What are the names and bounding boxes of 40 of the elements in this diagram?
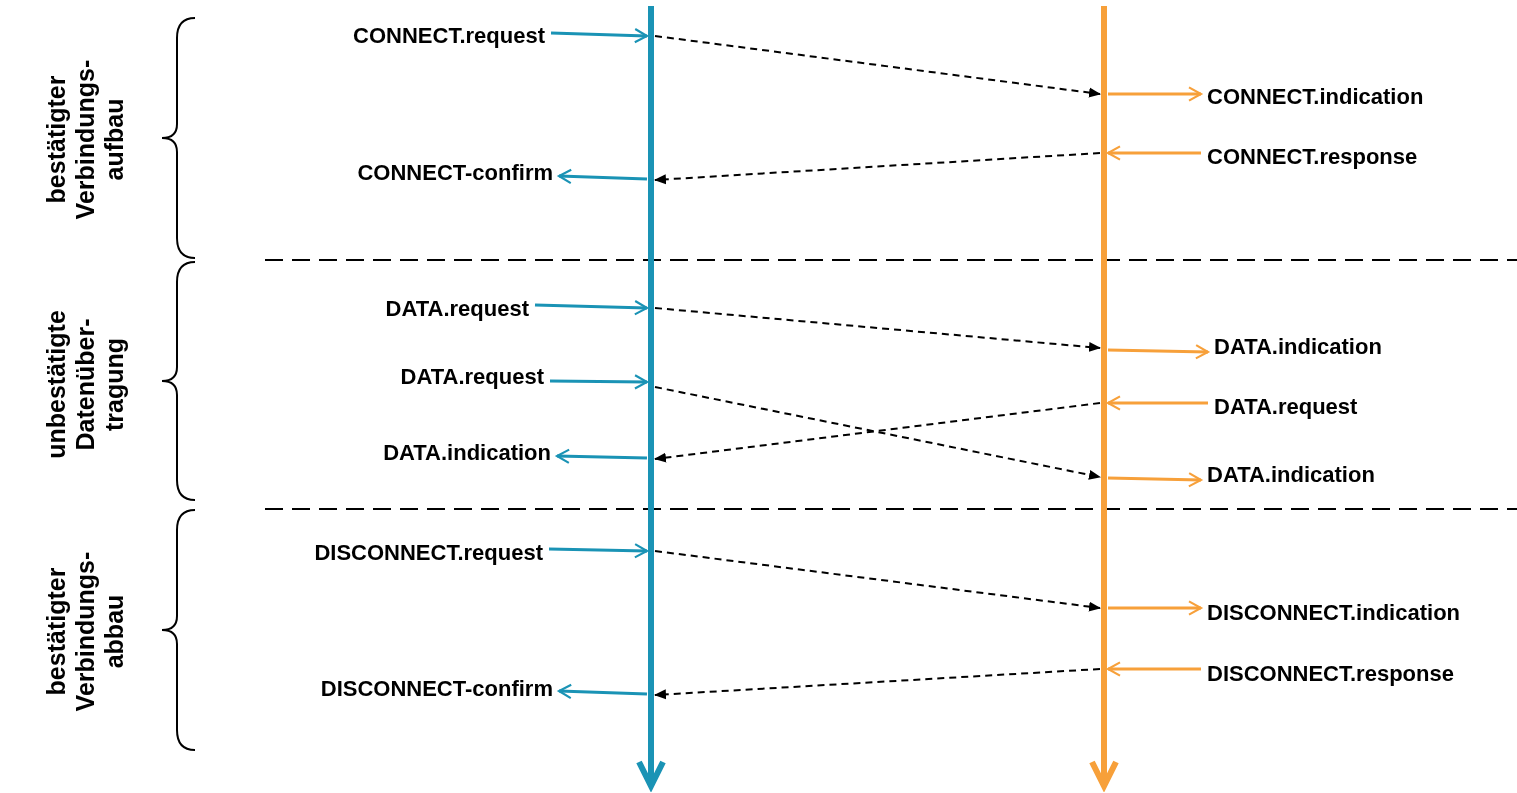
dashed-arrow [654, 668, 1101, 700]
phase-label: bestätigter Verbindungs- aufbau [41, 58, 129, 222]
arrow [1106, 661, 1201, 677]
dashed-arrow [654, 35, 1101, 98]
arrow [1106, 395, 1208, 411]
dashed-arrow [654, 386, 1101, 480]
primitive-label: DISCONNECT-confirm [320, 676, 553, 702]
primitive-label: CONNECT.request [353, 23, 545, 49]
primitive-label: DISCONNECT.response [1207, 661, 1454, 687]
dashed-arrow [654, 152, 1101, 185]
phase-label: bestätigter Verbindungs- abbau [41, 550, 129, 714]
primitive-label: DATA.request [1214, 394, 1358, 420]
arrow [550, 27, 649, 44]
primitive-label: DATA.request [385, 296, 529, 322]
primitive-label: DISCONNECT.indication [1207, 600, 1460, 626]
arrow [557, 683, 648, 700]
timeline-arrow [1089, 6, 1119, 792]
arrow [1107, 472, 1203, 488]
primitive-label: DISCONNECT.request [314, 540, 543, 566]
primitive-label: DATA.indication [1207, 462, 1375, 488]
arrow [534, 299, 649, 316]
primitive-label: CONNECT.indication [1207, 84, 1424, 110]
primitive-label: DATA.request [400, 364, 544, 390]
arrow [548, 543, 649, 559]
dashed-arrow [654, 307, 1101, 352]
timeline-arrow [636, 6, 666, 792]
primitive-label: DATA.indication [1214, 334, 1382, 360]
primitive-label: CONNECT-confirm [357, 160, 553, 186]
primitive-label: DATA.indication [383, 440, 551, 466]
arrow [555, 448, 648, 464]
phase-label: unbestätigte Datenüber- tragung [41, 309, 129, 461]
arrow [1108, 600, 1203, 616]
arrow [1107, 344, 1210, 360]
dashed-arrow [654, 550, 1101, 612]
arrow [1106, 145, 1201, 161]
arrow [550, 374, 649, 390]
arrow [557, 168, 648, 185]
arrow [1108, 86, 1203, 102]
primitive-label: CONNECT.response [1207, 144, 1418, 170]
dashed-arrow [654, 402, 1101, 463]
